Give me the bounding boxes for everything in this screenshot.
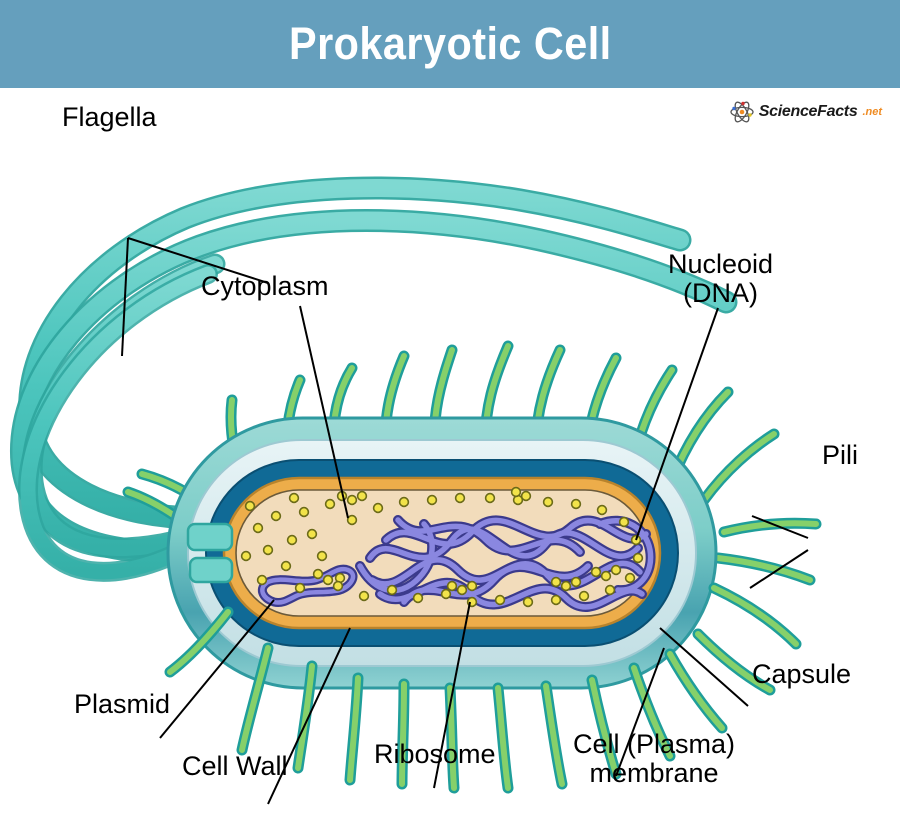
- cell-diagram: [9, 176, 822, 805]
- site-logo: ScienceFacts .net: [730, 101, 882, 123]
- page-title: Prokaryotic Cell: [288, 18, 612, 69]
- label-cytoplasm: Cytoplasm: [201, 271, 329, 301]
- pili-group-front: [164, 582, 802, 794]
- atom-icon: [730, 101, 754, 123]
- logo-brand: ScienceFacts: [758, 103, 858, 120]
- ribosomes: [240, 486, 644, 608]
- title-bar: Prokaryotic Cell: [0, 0, 900, 88]
- leader-lines: [121, 237, 809, 805]
- label-plasma-membrane: Cell (Plasma) membrane: [573, 729, 736, 789]
- logo-tld: .net: [862, 106, 882, 118]
- label-plasma-membrane-line1: Cell (Plasma): [573, 729, 736, 759]
- label-plasma-membrane-line2: membrane: [589, 758, 719, 789]
- plasmid: [257, 564, 358, 607]
- label-capsule: Capsule: [752, 659, 852, 689]
- label-flagella: Flagella: [62, 102, 157, 132]
- label-pili: Pili: [822, 440, 859, 470]
- label-nucleoid-line1: Nucleoid: [668, 249, 774, 279]
- label-cell-wall: Cell Wall: [182, 751, 288, 781]
- label-plasmid: Plasmid: [74, 689, 171, 719]
- label-nucleoid: Nucleoid (DNA): [668, 249, 774, 309]
- label-ribosome: Ribosome: [374, 739, 496, 769]
- flagella-group: [9, 176, 738, 582]
- label-nucleoid-line2: (DNA): [683, 278, 759, 309]
- flagella-anchor: [186, 522, 234, 584]
